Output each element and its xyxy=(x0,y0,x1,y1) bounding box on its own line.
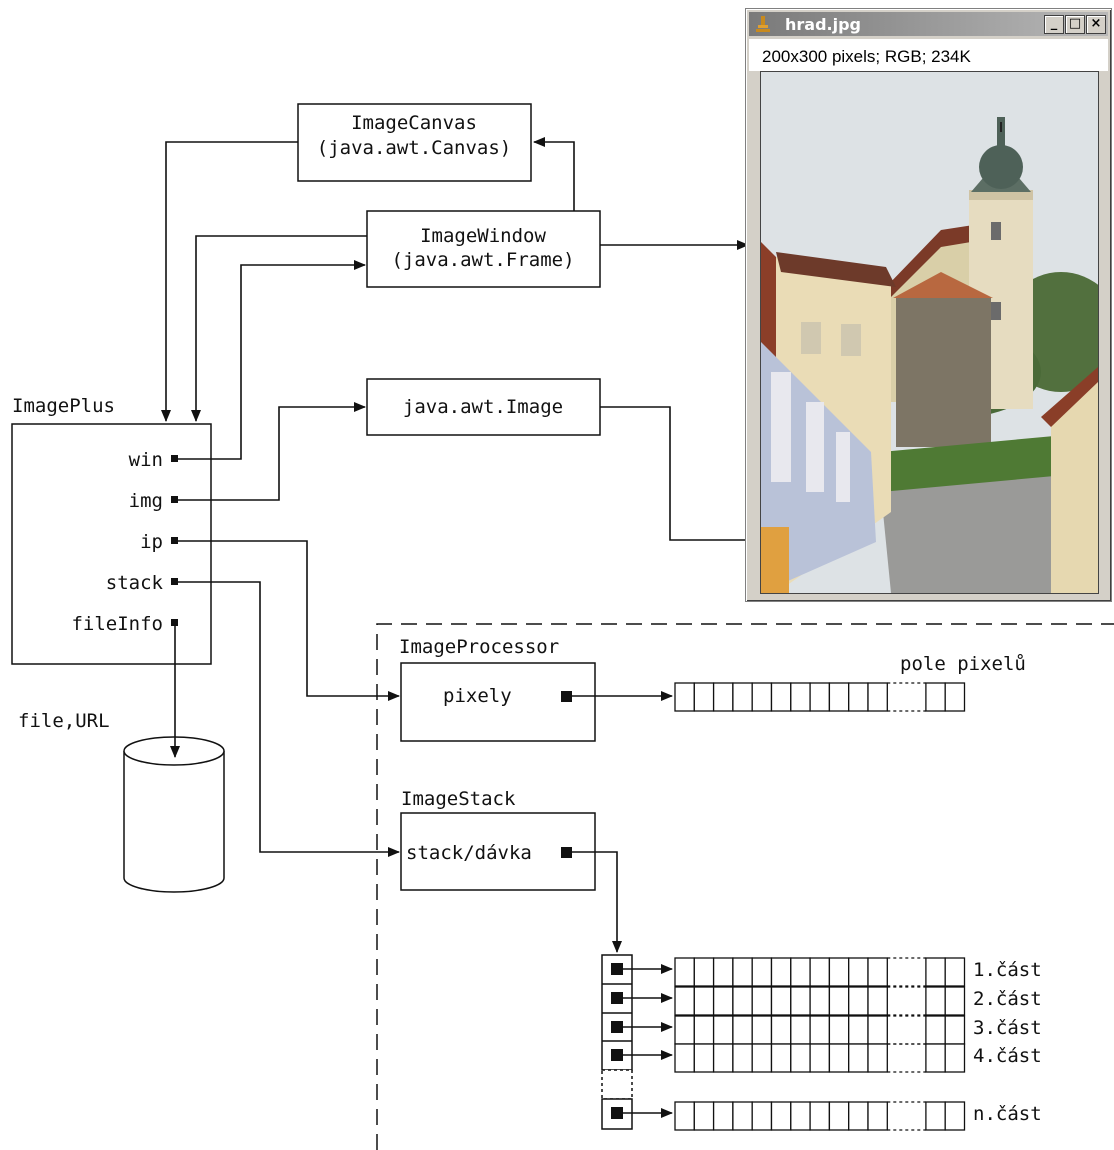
slice-pointer-dot xyxy=(611,992,623,1004)
image-stack-title: ImageStack xyxy=(401,788,516,810)
pixel-array xyxy=(674,682,966,712)
image-processor-node: ImageProcessor pixely xyxy=(399,636,673,742)
slice-pointer-column xyxy=(601,954,633,1130)
slice-label: 1.část xyxy=(973,959,1042,981)
field-ip: ip xyxy=(140,531,163,553)
slice-array-5 xyxy=(674,1101,966,1131)
image-window-class: (java.awt.Frame) xyxy=(391,249,574,271)
field-stack: stack xyxy=(106,572,164,594)
img-dot xyxy=(171,496,178,503)
connectors xyxy=(161,137,1019,857)
slice-array-3 xyxy=(674,1015,966,1045)
slice-pointer-dot xyxy=(611,1107,623,1119)
slice-arrays: 1.část 2.část 3.část 4.část n.část xyxy=(611,957,1042,1131)
image-plus-node: ImagePlus win img ip stack fileInfo xyxy=(11,395,212,665)
slice-pointer-dot xyxy=(611,963,623,975)
pixel-array-cells xyxy=(674,682,966,712)
field-win: win xyxy=(129,449,163,471)
file-url-label: file,URL xyxy=(18,710,110,732)
stack-dot xyxy=(171,578,178,585)
castle-photo xyxy=(761,72,1098,593)
image-plus-title: ImagePlus xyxy=(12,395,115,417)
stack-davka-dot xyxy=(561,847,572,858)
image-canvas-class: (java.awt.Canvas) xyxy=(317,137,511,159)
stack-davka-field: stack/dávka xyxy=(406,842,532,864)
awt-image-node: java.awt.Image xyxy=(366,378,601,436)
image-canvas-node: ImageCanvas (java.awt.Canvas) xyxy=(297,103,532,182)
field-fileinfo: fileInfo xyxy=(71,613,163,635)
module-boundary xyxy=(376,623,1114,1150)
slice-pointer-dot xyxy=(611,1021,623,1033)
image-window-node: ImageWindow (java.awt.Frame) xyxy=(366,210,601,288)
window-title: hrad.jpg xyxy=(785,15,861,34)
image-canvas-title: ImageCanvas xyxy=(351,112,477,134)
slice-label: 2.část xyxy=(973,988,1042,1010)
awt-image-label: java.awt.Image xyxy=(403,396,563,418)
image-window[interactable]: hrad.jpg _ □ × 200x300 pixels; RGB; 234K xyxy=(745,8,1112,602)
pixely-dot xyxy=(561,691,572,702)
image-window-title: ImageWindow xyxy=(420,225,546,247)
minimize-button[interactable]: _ xyxy=(1044,15,1064,34)
close-button[interactable]: × xyxy=(1086,15,1106,34)
slice-array-1 xyxy=(674,957,966,987)
slice-label: 4.část xyxy=(973,1045,1042,1067)
fileinfo-dot xyxy=(171,619,178,626)
pixel-array-label: pole pixelů xyxy=(900,653,1026,675)
image-processor-title: ImageProcessor xyxy=(399,636,559,658)
maximize-button[interactable]: □ xyxy=(1065,15,1085,34)
win-dot xyxy=(171,455,178,462)
image-stack-node: ImageStack stack/dávka xyxy=(400,788,622,953)
slice-array-2 xyxy=(674,986,966,1016)
slice-label: 3.část xyxy=(973,1017,1042,1039)
slice-array-4 xyxy=(674,1043,966,1073)
slice-pointer-dot xyxy=(611,1049,623,1061)
file-url-database: file,URL xyxy=(18,710,225,893)
photo[interactable] xyxy=(760,71,1099,594)
window-titlebar[interactable]: hrad.jpg _ □ × xyxy=(749,12,1108,36)
microscope-icon xyxy=(756,16,770,32)
slice-label: n.část xyxy=(973,1103,1042,1125)
ip-dot xyxy=(171,537,178,544)
pixely-field: pixely xyxy=(443,685,512,707)
image-info: 200x300 pixels; RGB; 234K xyxy=(760,47,973,67)
field-img: img xyxy=(129,490,163,512)
